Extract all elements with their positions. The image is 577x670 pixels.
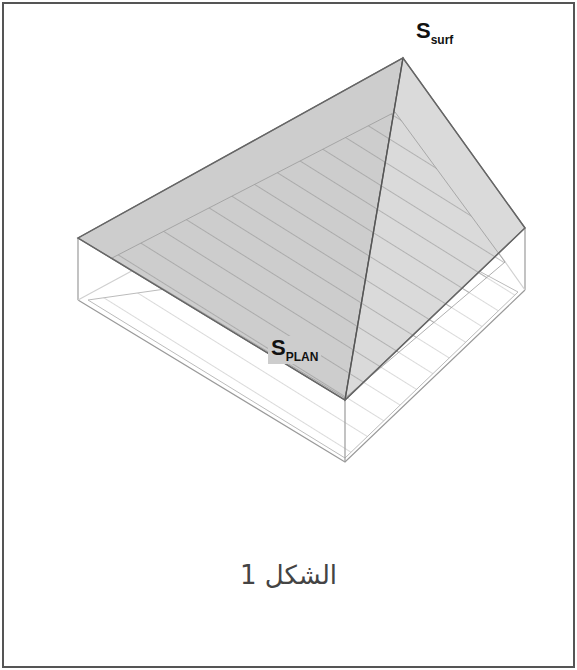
plan-area-label: SPLAN (268, 336, 321, 364)
plan-hatch (112, 112, 505, 398)
figure-caption: الشكل 1 (0, 560, 577, 590)
roof-ridge (345, 58, 403, 400)
surface-area-label: Ssurf (416, 20, 453, 46)
area-symbol: S (271, 335, 286, 360)
area-symbol: S (416, 18, 431, 43)
roof-outline (78, 58, 525, 400)
area-subscript: surf (431, 33, 454, 47)
area-subscript: PLAN (286, 350, 319, 364)
